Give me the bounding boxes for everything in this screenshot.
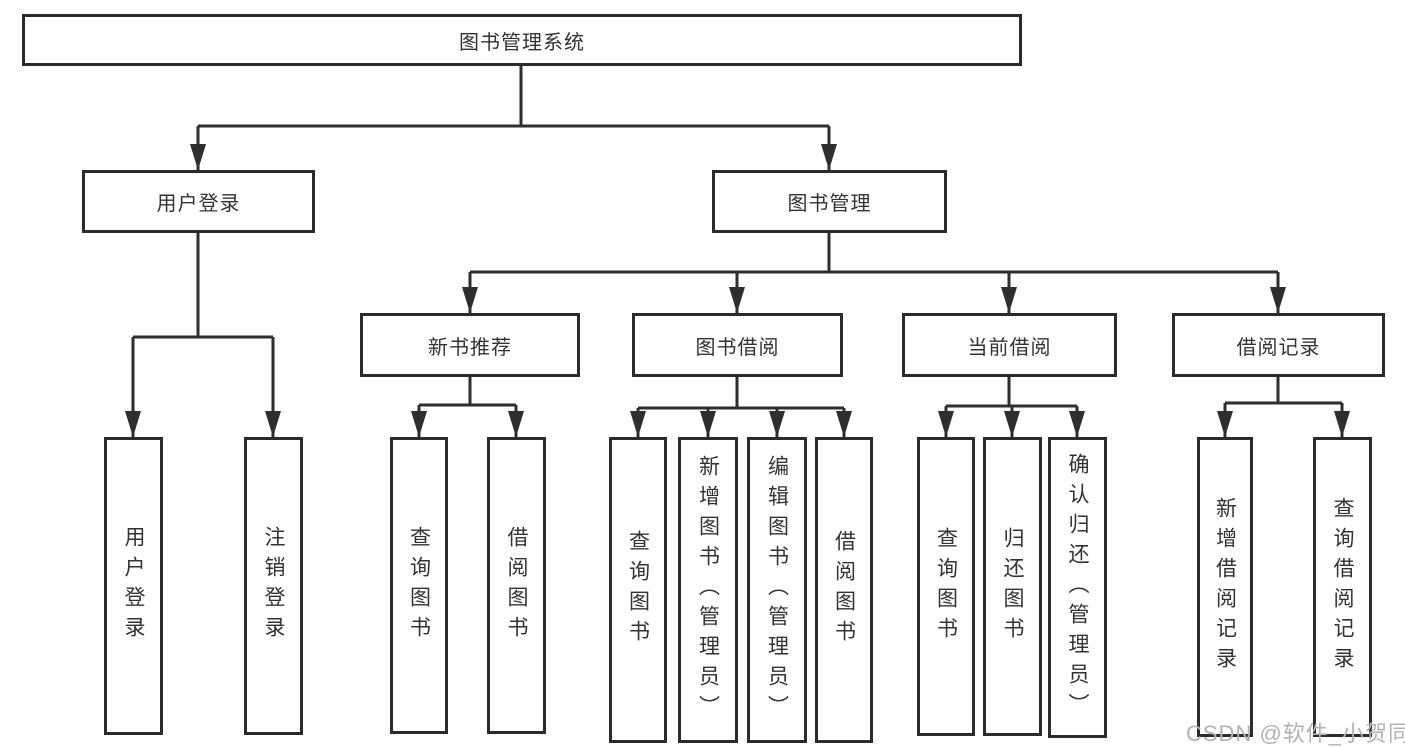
arrow-icon — [1004, 411, 1020, 437]
leaf-borrow-books-borrowing-label: 借阅图书 — [832, 530, 856, 650]
leaf-query-borrow-record: 查询借阅记录 — [1313, 437, 1372, 737]
arrow-icon — [1334, 411, 1350, 437]
node-borrowing-records: 借阅记录 — [1172, 313, 1385, 377]
leaf-query-books-current-label: 查询图书 — [934, 526, 958, 647]
node-borrowing-records-label: 借阅记录 — [1236, 336, 1321, 359]
node-book-management: 图书管理 — [712, 170, 947, 233]
leaf-logout: 注销登录 — [244, 437, 303, 735]
arrow-icon — [700, 411, 716, 437]
connector-newbook-to-leaves — [417, 377, 518, 437]
arrow-icon — [411, 411, 427, 437]
leaf-query-books-recommend: 查询图书 — [390, 437, 448, 734]
leaf-user-login-label: 用户登录 — [122, 526, 145, 646]
arrow-icon — [462, 287, 478, 313]
leaf-add-books-admin-label: 新增图书（管理员） — [696, 455, 720, 725]
leaf-edit-books-admin-label: 编辑图书（管理员） — [765, 455, 789, 725]
leaf-borrow-books-recommend: 借阅图书 — [487, 437, 546, 734]
arrowheads — [125, 144, 1350, 437]
node-current-borrowing-label: 当前借阅 — [967, 336, 1052, 359]
leaf-add-books-admin: 新增图书（管理员） — [678, 437, 738, 743]
node-user-login-branch: 用户登录 — [82, 170, 315, 233]
node-book-management-label: 图书管理 — [787, 193, 872, 215]
arrow-icon — [125, 411, 141, 437]
leaf-add-borrow-record: 新增借阅记录 — [1197, 437, 1253, 737]
connector-root-to-level2 — [196, 66, 831, 170]
connector-bookmgmt-to-modules — [468, 233, 1280, 313]
node-current-borrowing: 当前借阅 — [902, 313, 1117, 377]
connector-userlogin-to-leaves — [131, 233, 275, 437]
connector-records-to-leaves — [1223, 377, 1344, 437]
arrow-icon — [821, 144, 837, 170]
leaf-return-books: 归还图书 — [983, 437, 1042, 736]
node-user-login-branch-label: 用户登录 — [156, 193, 241, 215]
node-new-book-recommend-label: 新书推荐 — [428, 336, 512, 359]
arrow-icon — [190, 144, 206, 170]
node-book-borrowing: 图书借阅 — [632, 313, 843, 377]
arrow-icon — [1001, 287, 1017, 313]
arrow-icon — [836, 411, 852, 437]
node-root: 图书管理系统 — [22, 14, 1022, 66]
leaf-query-books-borrowing: 查询图书 — [609, 437, 667, 743]
leaf-query-books-borrowing-label: 查询图书 — [626, 530, 650, 650]
leaf-logout-label: 注销登录 — [262, 526, 285, 646]
leaf-query-books-recommend-label: 查询图书 — [407, 525, 431, 646]
leaf-edit-books-admin: 编辑图书（管理员） — [747, 437, 807, 743]
leaf-borrow-books-borrowing: 借阅图书 — [815, 437, 873, 743]
leaf-confirm-return-admin-label: 确认归还（管理员） — [1066, 452, 1089, 723]
node-root-label: 图书管理系统 — [459, 31, 585, 54]
node-new-book-recommend: 新书推荐 — [360, 313, 580, 377]
leaf-confirm-return-admin: 确认归还（管理员） — [1048, 437, 1107, 738]
leaf-return-books-label: 归还图书 — [1001, 526, 1024, 647]
arrow-icon — [508, 411, 524, 437]
arrow-icon — [1069, 411, 1085, 437]
arrow-icon — [729, 287, 745, 313]
leaf-query-books-current: 查询图书 — [917, 437, 975, 736]
node-book-borrowing-label: 图书借阅 — [695, 336, 780, 359]
leaf-user-login: 用户登录 — [104, 437, 163, 735]
arrow-icon — [265, 411, 281, 437]
csdn-watermark: CSDN @软件_小贺同学 — [1186, 721, 1405, 746]
arrow-icon — [769, 411, 785, 437]
arrow-icon — [938, 411, 954, 437]
arrow-icon — [1217, 411, 1233, 437]
arrow-icon — [630, 411, 646, 437]
leaf-query-borrow-record-label: 查询借阅记录 — [1331, 497, 1354, 677]
arrow-icon — [1270, 287, 1286, 313]
leaf-add-borrow-record-label: 新增借阅记录 — [1213, 497, 1237, 677]
leaf-borrow-books-recommend-label: 借阅图书 — [505, 525, 528, 646]
connector-borrowing-to-leaves — [636, 377, 846, 437]
